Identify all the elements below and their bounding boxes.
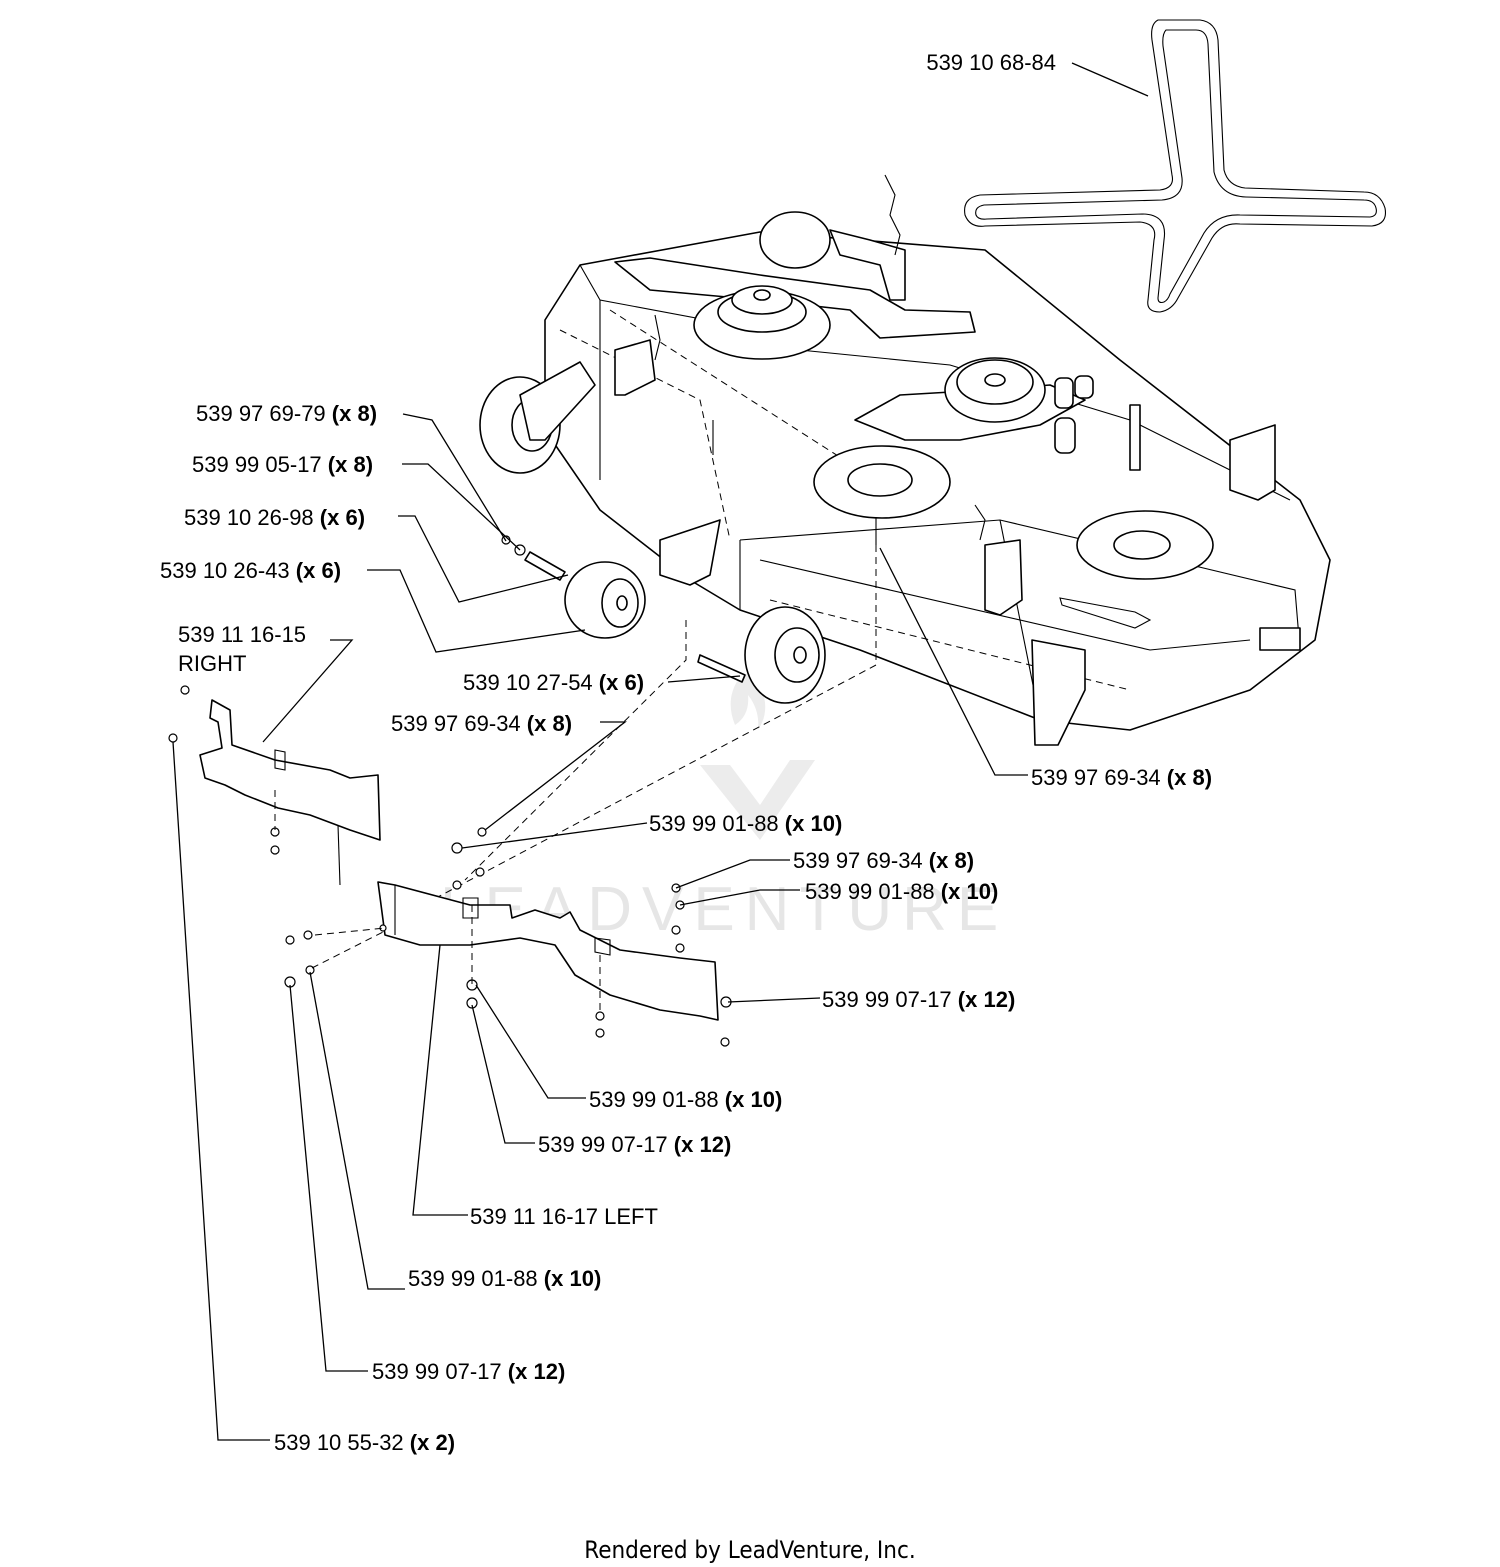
label-539-97-69-79: 539 97 69-79 (x 8) [196, 401, 377, 426]
label-539-11-16-15: 539 11 16-15 [178, 622, 306, 647]
label-right: RIGHT [178, 651, 246, 676]
label-539-10-68-84: 539 10 68-84 [926, 50, 1056, 75]
watermark: LEADVENTURE [440, 670, 998, 944]
label-539-99-01-88-c: 539 99 01-88 (x 10) [589, 1087, 782, 1112]
label-539-99-01-88-b: 539 99 01-88 (x 10) [805, 879, 998, 904]
label-539-99-07-17-c: 539 99 07-17 (x 12) [372, 1359, 565, 1384]
shield-drawing [168, 685, 732, 1047]
label-539-99-07-17-b: 539 99 07-17 (x 12) [538, 1132, 731, 1157]
label-539-99-05-17: 539 99 05-17 (x 8) [192, 452, 373, 477]
label-539-10-26-98: 539 10 26-98 (x 6) [184, 505, 365, 530]
mower-deck-drawing [384, 174, 1331, 926]
label-539-97-69-34-a: 539 97 69-34 (x 8) [391, 711, 572, 736]
leader-lines [172, 62, 1149, 1441]
label-539-10-55-32: 539 10 55-32 (x 2) [274, 1430, 455, 1455]
label-539-10-26-43: 539 10 26-43 (x 6) [160, 558, 341, 583]
label-539-97-69-34-b: 539 97 69-34 (x 8) [1031, 765, 1212, 790]
label-539-10-27-54: 539 10 27-54 (x 6) [463, 670, 644, 695]
part-labels: 539 10 68-84 539 97 69-79 (x 8) 539 99 0… [160, 50, 1212, 1455]
label-539-99-01-88-d: 539 99 01-88 (x 10) [408, 1266, 601, 1291]
footer-credit: Rendered by LeadVenture, Inc. [584, 1536, 915, 1564]
label-539-99-07-17-a: 539 99 07-17 (x 12) [822, 987, 1015, 1012]
belt-drawing [964, 19, 1387, 313]
label-539-97-69-34-c: 539 97 69-34 (x 8) [793, 848, 974, 873]
label-539-99-01-88-a: 539 99 01-88 (x 10) [649, 811, 842, 836]
label-539-11-16-17-left: 539 11 16-17 LEFT [470, 1204, 658, 1229]
